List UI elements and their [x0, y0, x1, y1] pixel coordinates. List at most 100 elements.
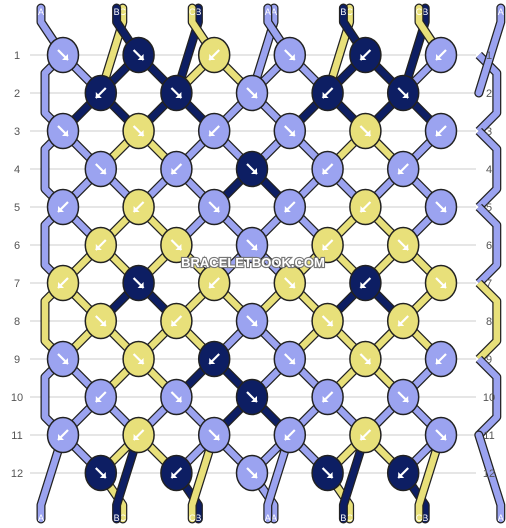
arrow-down-right-icon: [251, 472, 257, 478]
knot: [311, 378, 344, 416]
arrow-down-right-icon: [251, 92, 257, 98]
arrow-down-left-icon: [95, 396, 102, 402]
bottom-strand: [415, 431, 445, 523]
top-strand: [97, 4, 127, 97]
arrow-down-right-icon: [288, 54, 295, 60]
top-strand: [173, 4, 202, 97]
arrow-down-left-icon: [171, 472, 178, 478]
knot: [349, 36, 382, 74]
arrow-down-left-icon: [360, 434, 367, 440]
knot: [84, 302, 118, 340]
knot: [46, 112, 80, 150]
top-strand-label: B: [195, 7, 201, 17]
arrow-down-left-icon: [209, 282, 216, 288]
arrow-down-right-icon: [288, 358, 295, 364]
arrow-down-right-icon: [137, 54, 144, 60]
knot: [424, 264, 458, 302]
bottom-strand: [113, 431, 142, 523]
knot: [386, 150, 420, 188]
knot: [197, 188, 231, 226]
arrow-down-left-icon: [95, 244, 102, 250]
knot: [349, 340, 382, 378]
knot: [424, 340, 458, 378]
arrow-down-right-icon: [62, 130, 68, 136]
knot: [160, 378, 193, 416]
row-number-right: 8: [486, 316, 492, 328]
arrow-down-right-icon: [251, 244, 257, 250]
arrow-down-left-icon: [322, 92, 329, 98]
arrow-down-left-icon: [360, 206, 367, 212]
knot: [311, 302, 344, 340]
knot: [46, 416, 80, 454]
bottom-strand-label: A: [498, 513, 504, 523]
knot: [84, 150, 118, 188]
knot: [84, 454, 118, 492]
row-number-left: 11: [11, 430, 22, 442]
top-strand-label: C: [346, 7, 353, 17]
row-number-right: 7: [486, 278, 492, 290]
arrow-down-left-icon: [360, 282, 367, 288]
bottom-strand-label: C: [346, 513, 353, 523]
arrow-down-right-icon: [402, 92, 409, 98]
row-number-left: 9: [14, 354, 20, 366]
top-strand-label: A: [265, 7, 271, 17]
arrow-down-left-icon: [58, 434, 64, 440]
knot: [160, 74, 193, 112]
right-edge-thread: [476, 356, 501, 438]
top-strand-label: B: [422, 7, 428, 17]
arrow-down-right-icon: [440, 206, 446, 212]
row-number-left: 1: [14, 50, 20, 62]
knot: [46, 264, 80, 302]
knot: [122, 340, 155, 378]
knot: [84, 378, 118, 416]
arrow-down-right-icon: [175, 244, 182, 250]
arrow-down-right-icon: [251, 320, 257, 326]
arrow-down-left-icon: [58, 206, 64, 212]
knot: [273, 112, 307, 150]
bottom-strand-label: B: [195, 513, 201, 523]
arrow-down-right-icon: [364, 358, 371, 364]
arrow-down-left-icon: [95, 92, 102, 98]
knot: [46, 36, 80, 74]
arrow-down-left-icon: [398, 320, 405, 326]
arrow-down-right-icon: [213, 434, 220, 440]
row-number-left: 5: [14, 202, 20, 214]
arrow-down-left-icon: [322, 168, 329, 174]
knot: [122, 264, 155, 302]
knot: [386, 226, 420, 264]
knot: [424, 188, 458, 226]
knot: [311, 226, 344, 264]
arrow-down-right-icon: [440, 434, 446, 440]
arrow-down-left-icon: [133, 434, 140, 440]
knot: [386, 74, 420, 112]
arrow-down-left-icon: [398, 168, 405, 174]
knot: [197, 340, 231, 378]
bottom-strand-label: A: [265, 513, 271, 523]
arrow-down-right-icon: [402, 244, 409, 250]
row-number-right: 10: [483, 392, 495, 404]
knot: [122, 416, 155, 454]
arrow-down-right-icon: [175, 92, 182, 98]
row-number-left: 7: [14, 278, 20, 290]
arrow-down-right-icon: [137, 282, 144, 288]
knot: [122, 188, 155, 226]
knot: [311, 74, 344, 112]
arrow-down-left-icon: [209, 358, 216, 364]
arrow-down-left-icon: [360, 54, 367, 60]
knot: [160, 150, 193, 188]
bottom-strand-label: A: [38, 513, 44, 523]
top-strand-label: A: [271, 7, 277, 17]
top-strand: [475, 4, 505, 97]
knot: [424, 416, 458, 454]
bottom-strand-label: B: [114, 513, 120, 523]
knot: [160, 226, 193, 264]
knot: [273, 340, 307, 378]
row-number-right: 3: [486, 126, 492, 138]
arrow-down-left-icon: [133, 206, 140, 212]
arrow-down-right-icon: [251, 396, 257, 402]
top-strand: [248, 4, 278, 97]
top-strand-label: A: [498, 7, 504, 17]
knot: [386, 454, 420, 492]
arrow-down-left-icon: [284, 434, 291, 440]
knot: [424, 36, 458, 74]
